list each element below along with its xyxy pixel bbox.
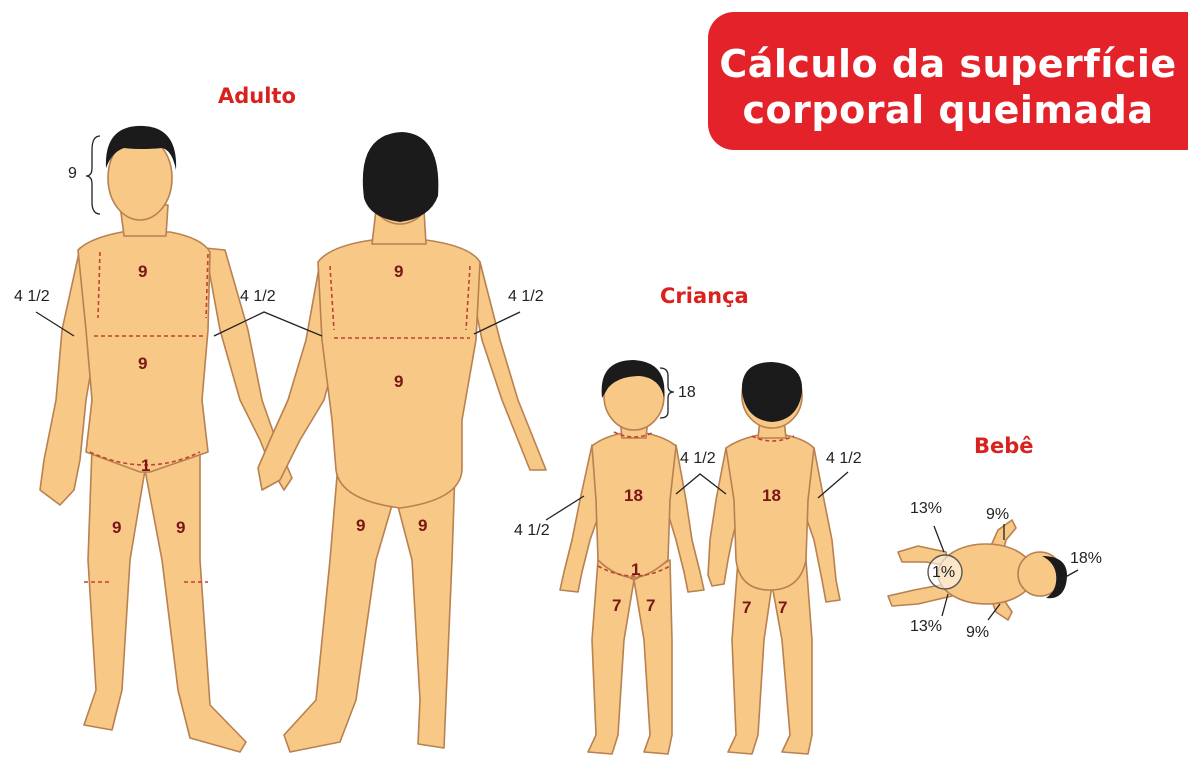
child-arm-left-label: 4 1/2 xyxy=(514,522,550,539)
baby-legs-top-leader xyxy=(933,525,945,553)
adult-back-upper-label: 9 xyxy=(394,262,404,281)
adult-back-hair xyxy=(362,132,439,222)
adult-head-bracket xyxy=(85,135,101,215)
child-front-leg-right-label: 7 xyxy=(646,596,656,615)
child-arm-left-leader xyxy=(545,495,585,521)
child-arm-right-label: 4 1/2 xyxy=(826,450,862,467)
baby-legs-bottom-label: 13% xyxy=(910,618,943,635)
child-head-label: 18 xyxy=(678,384,696,401)
child-arm-center-leader xyxy=(675,473,727,495)
adult-front-leg-right-label: 9 xyxy=(176,518,186,537)
adult-front-figure xyxy=(39,135,293,753)
child-back-leg-right-label: 7 xyxy=(778,598,788,617)
child-heading: Criança xyxy=(660,284,749,308)
adult-front-groin-label: 1 xyxy=(141,456,151,475)
adult-front-hair xyxy=(105,125,177,170)
child-back-figure xyxy=(707,363,841,755)
baby-head-label: 18% xyxy=(1070,550,1103,567)
adult-front-chest-label: 9 xyxy=(138,262,148,281)
baby-groin-label: 1% xyxy=(932,564,956,581)
hair-shapes xyxy=(105,125,1067,599)
child-front-leg-left-label: 7 xyxy=(612,596,622,615)
adult-arm-center-label: 4 1/2 xyxy=(240,288,276,305)
child-front-trunk-label: 18 xyxy=(624,486,643,505)
baby-groin-circle xyxy=(927,554,963,590)
adult-arm-right-label: 4 1/2 xyxy=(508,288,544,305)
adult-heading: Adulto xyxy=(218,84,296,108)
adult-front-leg-left-label: 9 xyxy=(112,518,122,537)
child-back-leg-left-label: 7 xyxy=(742,598,752,617)
adult-arm-right-leader xyxy=(473,311,521,335)
child-front-hair xyxy=(601,360,665,398)
title-line-1: Cálculo da superfície xyxy=(719,42,1177,86)
adult-back-lower-label: 9 xyxy=(394,372,404,391)
adult-back-leg-right-label: 9 xyxy=(418,516,428,535)
baby-legs-top-label: 13% xyxy=(910,500,943,517)
adult-back-leg-left-label: 9 xyxy=(356,516,366,535)
leader-lines xyxy=(35,135,1079,621)
baby-figure xyxy=(887,519,1063,621)
adult-head-label: 9 xyxy=(68,165,77,182)
child-back-trunk-label: 18 xyxy=(762,486,781,505)
region-boundaries xyxy=(84,251,795,583)
child-front-figure xyxy=(559,361,705,755)
baby-legs-bottom-leader xyxy=(941,593,949,617)
baby-head-leader xyxy=(1059,569,1079,581)
adult-arm-left-leader xyxy=(35,311,75,337)
title-banner: Cálculo da superfície corporal queimada xyxy=(708,12,1188,150)
child-arm-center-label: 4 1/2 xyxy=(680,450,716,467)
adult-back-figure xyxy=(257,139,547,753)
adult-arm-center-leader xyxy=(213,311,323,337)
baby-arm-bottom-label: 9% xyxy=(966,624,990,641)
adult-arm-left-label: 4 1/2 xyxy=(14,288,50,305)
title-line-2: corporal queimada xyxy=(742,88,1154,132)
adult-front-abdomen-label: 9 xyxy=(138,354,148,373)
child-front-groin-label: 1 xyxy=(631,560,641,579)
child-back-hair xyxy=(741,362,803,422)
baby-arm-bottom-leader xyxy=(987,603,1001,621)
baby-hair xyxy=(1042,556,1067,599)
baby-heading: Bebê xyxy=(974,434,1034,458)
child-head-bracket xyxy=(659,367,675,419)
child-arm-right-leader xyxy=(817,471,849,499)
baby-arm-top-label: 9% xyxy=(986,506,1010,523)
